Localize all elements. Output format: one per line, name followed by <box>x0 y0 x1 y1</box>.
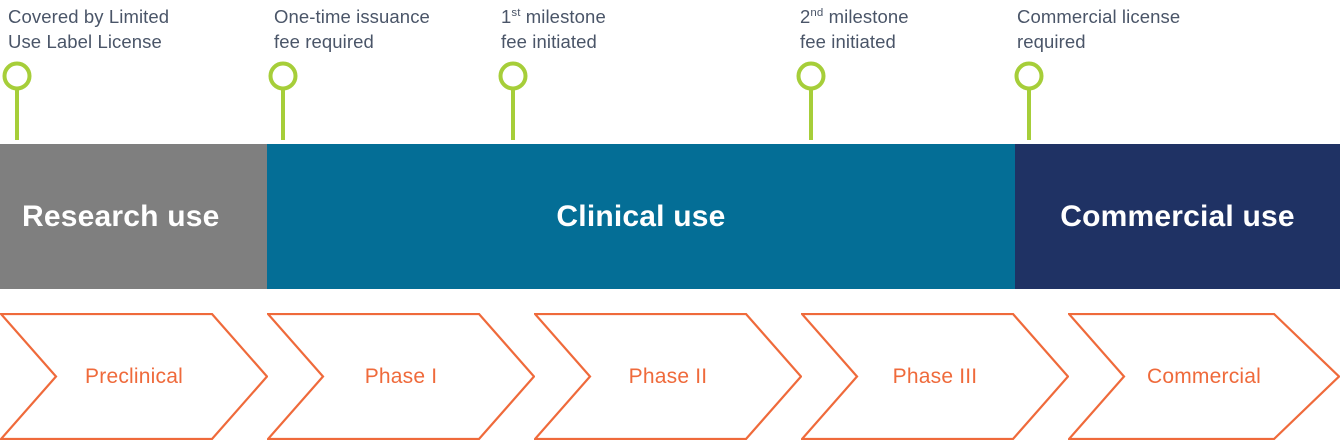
milestone-callout-line-2: Use Label License <box>8 31 162 52</box>
milestone-callout-line-2: fee initiated <box>501 31 597 52</box>
milestone-callout-line-1: milestone <box>520 6 606 27</box>
milestone-callout-text: 1st milestone fee initiated <box>501 4 606 54</box>
band-commercial-use: Commercial use <box>1015 144 1340 289</box>
milestone-ordinal-number: 2 <box>800 6 811 27</box>
milestone-callout-commercial-license-required: Commercial license required <box>1017 4 1180 54</box>
milestone-pin-icon <box>0 60 34 142</box>
milestone-ordinal-suffix: nd <box>810 6 824 19</box>
band-clinical-use: Clinical use <box>267 144 1015 289</box>
band-commercial-use-label: Commercial use <box>1060 199 1295 233</box>
milestone-callout-line-1: Commercial license <box>1017 6 1181 27</box>
milestone-callout-second-milestone-fee: 2nd milestone fee initiated <box>800 4 909 54</box>
band-research-use: Research use <box>0 144 267 289</box>
milestone-pin-icon <box>1012 60 1046 142</box>
milestone-callout-line-1: milestone <box>823 6 909 27</box>
stage-chevron-commercial[interactable] <box>1068 313 1340 440</box>
band-research-use-label: Research use <box>22 199 220 233</box>
milestone-ordinal-suffix: st <box>511 6 521 19</box>
milestone-callout-line-2: required <box>1017 31 1086 52</box>
milestone-callout-line-1: Covered by Limited <box>8 6 170 27</box>
milestone-ordinal-number: 1 <box>501 6 512 27</box>
milestone-callout-text: Commercial license required <box>1017 4 1180 54</box>
milestone-pin-icon <box>496 60 530 142</box>
milestone-pin-icon <box>266 60 300 142</box>
milestone-callout-first-milestone-fee: 1st milestone fee initiated <box>501 4 606 54</box>
milestone-callout-line-2: fee initiated <box>800 31 896 52</box>
milestone-callout-one-time-issuance-fee: One-time issuance fee required <box>274 4 430 54</box>
milestone-callout-line-1: One-time issuance <box>274 6 430 27</box>
band-clinical-use-label: Clinical use <box>556 199 726 233</box>
stage-chevron-phase-1[interactable] <box>267 313 535 440</box>
milestone-callout-text: One-time issuance fee required <box>274 4 430 54</box>
milestone-callout-line-2: fee required <box>274 31 374 52</box>
milestone-pin-icon <box>794 60 828 142</box>
stage-chevron-phase-2[interactable] <box>534 313 802 440</box>
stage-chevron-preclinical[interactable] <box>0 313 268 440</box>
stage-chevron-phase-3[interactable] <box>801 313 1069 440</box>
milestone-callout-text: 2nd milestone fee initiated <box>800 4 909 54</box>
